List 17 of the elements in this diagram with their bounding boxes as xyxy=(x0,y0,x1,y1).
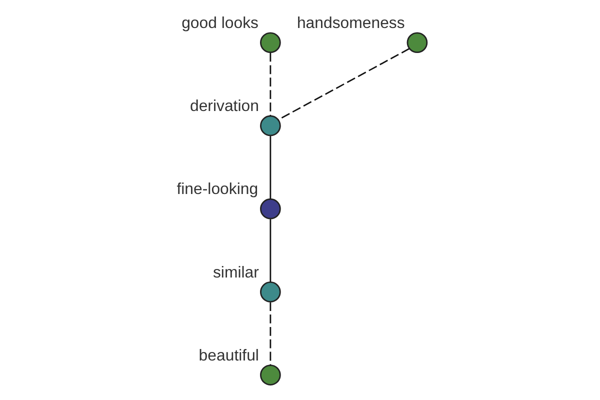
connector xyxy=(269,302,271,366)
node-label: derivation xyxy=(189,98,258,116)
node-circle xyxy=(260,198,280,220)
node-circle xyxy=(406,32,428,54)
connector xyxy=(269,136,271,199)
node-label: fine-looking xyxy=(176,181,258,198)
node-label: beautiful xyxy=(198,347,258,364)
node-circle xyxy=(260,32,280,54)
node-label: handsomeness xyxy=(296,14,404,32)
connector xyxy=(269,52,271,116)
connector xyxy=(278,48,410,120)
node-circle xyxy=(260,364,280,386)
node-circle xyxy=(260,282,280,302)
node-circle xyxy=(260,115,280,136)
node-label: good looks xyxy=(181,14,258,32)
node-label: similar xyxy=(212,264,258,282)
connector xyxy=(269,219,271,282)
